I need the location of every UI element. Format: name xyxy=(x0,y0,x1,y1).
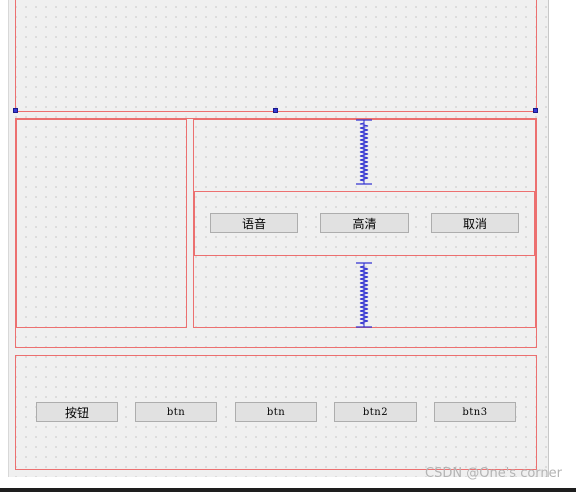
designer-form-canvas[interactable] xyxy=(8,0,549,477)
resize-handle-middle[interactable] xyxy=(273,108,278,113)
canvas-right-edge xyxy=(548,0,549,477)
watermark-text: CSDN @One's corner xyxy=(425,466,562,481)
vertical-spacer-bottom[interactable] xyxy=(354,262,374,328)
btn-button-2[interactable]: btn xyxy=(235,402,317,422)
window-bottom-border xyxy=(0,488,576,492)
top-layout-container[interactable] xyxy=(15,0,537,112)
cancel-button[interactable]: 取消 xyxy=(431,213,519,233)
voice-button[interactable]: 语音 xyxy=(210,213,298,233)
resize-handle-right[interactable] xyxy=(533,108,538,113)
anniu-button[interactable]: 按钮 xyxy=(36,402,118,422)
btn3-button[interactable]: btn3 xyxy=(434,402,516,422)
middle-layout-container[interactable] xyxy=(15,118,537,348)
vertical-spacer-top[interactable] xyxy=(354,119,374,185)
window-bottom-strip xyxy=(0,477,576,488)
btn2-button[interactable]: btn2 xyxy=(334,402,417,422)
btn-button-1[interactable]: btn xyxy=(135,402,217,422)
hd-button[interactable]: 高清 xyxy=(320,213,409,233)
left-widget-box[interactable] xyxy=(16,119,187,328)
horizontal-button-layout[interactable] xyxy=(194,191,535,256)
resize-handle-left[interactable] xyxy=(13,108,18,113)
bottom-button-layout[interactable] xyxy=(15,355,537,470)
